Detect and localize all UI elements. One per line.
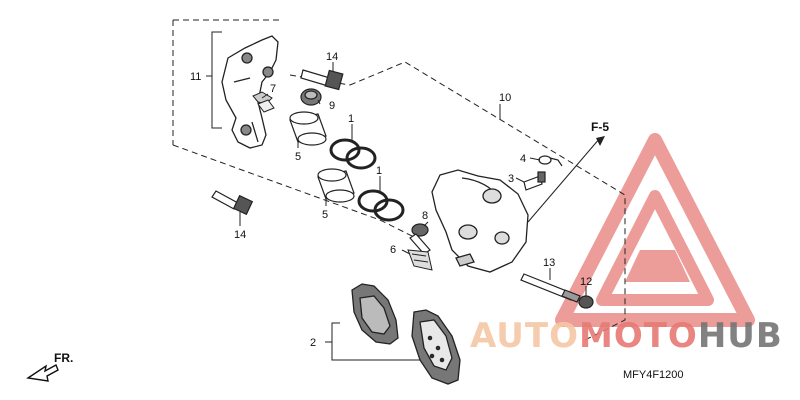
callout-9: 9 (329, 100, 335, 112)
callout-11: 11 (190, 71, 201, 83)
callout-8: 8 (422, 210, 428, 222)
callout-13: 13 (543, 257, 555, 269)
callout-1-bottom: 1 (376, 165, 382, 177)
callout-labels: 14 11 7 9 10 1 5 1 5 F-5 4 3 8 6 14 13 1… (190, 51, 609, 349)
watermark-logo-icon (555, 133, 755, 327)
callout-12: 12 (580, 276, 592, 288)
pad-spring-6-part (407, 249, 433, 271)
watermark-moto: MOTO (579, 316, 698, 356)
watermark-auto: AUTO (470, 316, 579, 356)
callout-10: 10 (499, 92, 511, 104)
clip-part-7 (252, 91, 275, 113)
seals-1-bottom-part (357, 189, 405, 222)
callout-5-bottom: 5 (322, 209, 328, 221)
bleeder-valve-3-part (523, 171, 546, 191)
bleeder-cap-4-part (538, 155, 563, 167)
front-direction-label: FR. (54, 351, 73, 365)
callout-5-top: 5 (295, 151, 301, 163)
bolt-14-top-part (300, 69, 344, 91)
piston-5-bottom-part (317, 168, 355, 203)
callout-2: 2 (310, 337, 316, 349)
bracket-11 (206, 31, 222, 129)
callout-6: 6 (390, 244, 396, 256)
brake-pad-left-part (351, 283, 399, 345)
piston-5-top-part (289, 111, 327, 146)
front-direction-arrow-icon (26, 364, 59, 382)
leader-lines (239, 62, 601, 296)
callout-4: 4 (520, 153, 526, 165)
reference-arrow-icon (596, 136, 605, 146)
callout-14-top: 14 (326, 51, 338, 63)
watermark-text: AUTOMOTOHUB (470, 316, 783, 356)
caliper-bracket-part (221, 35, 279, 149)
brake-pad-right-part (411, 309, 461, 385)
bracket-2 (325, 322, 420, 361)
seals-1-top-part (329, 138, 377, 170)
boot-9-part (300, 88, 322, 106)
callout-14-bottom: 14 (234, 229, 246, 241)
plug-12-part (578, 295, 594, 309)
callout-7: 7 (270, 83, 276, 95)
bolt-14-bottom-part (211, 190, 254, 216)
callout-1-top: 1 (348, 113, 354, 125)
callout-f5: F-5 (591, 120, 609, 134)
pin-bolt-8-part (409, 223, 431, 255)
svg-text:AUTOMOTOHUB: AUTOMOTOHUB (470, 316, 783, 356)
pad-pin-13-part (520, 273, 581, 303)
caliper-body-part (431, 169, 529, 273)
callout-3: 3 (508, 173, 514, 185)
figure-code: MFY4F1200 (623, 369, 684, 381)
watermark-hub: HUB (698, 316, 783, 356)
